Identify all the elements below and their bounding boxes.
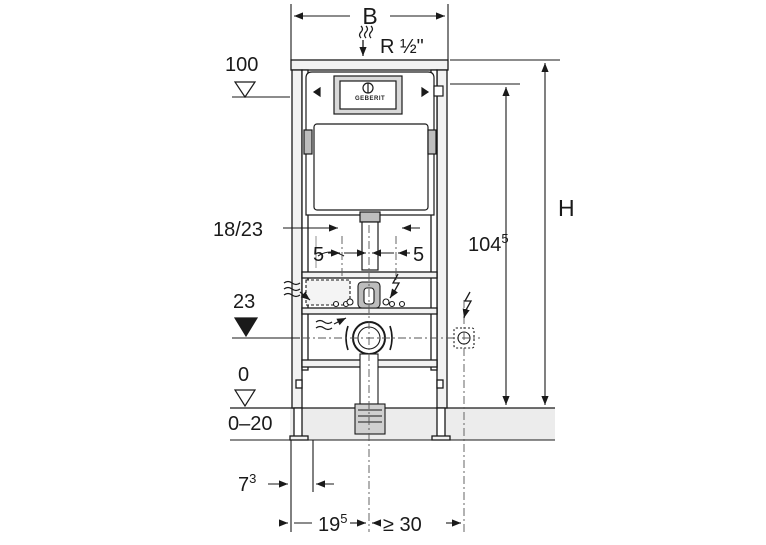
centre-axes [302,225,480,532]
water-inlet-label: R ½" [380,36,424,58]
level-100-label: 100 [225,54,258,76]
water-supply-icon [358,25,374,56]
dimension-lines [232,4,560,532]
brand-logo: GEBERIT [355,96,385,102]
water-supply-icon-lower [283,280,347,331]
offset-right-label: 5 [413,244,424,266]
frame-height-label: 1045 [468,231,509,256]
pipework [305,236,475,435]
cistern [303,71,444,271]
level-23-label: 23 [233,291,255,313]
floor-zone [230,407,555,441]
level-marker-icon [233,81,259,408]
floor-range-label: 0–20 [228,413,273,435]
offset-left-label: 5 [313,244,324,266]
height-label: H [558,195,575,221]
min-distance-label: ≥ 30 [383,514,422,536]
width-label: B [362,3,377,29]
axis-offset-label: 195 [318,511,347,536]
pipe-spacing-label: 18/23 [213,219,263,241]
electrical-icon [389,273,473,319]
edge-offset-label: 73 [238,471,256,496]
level-0-label: 0 [238,364,249,386]
